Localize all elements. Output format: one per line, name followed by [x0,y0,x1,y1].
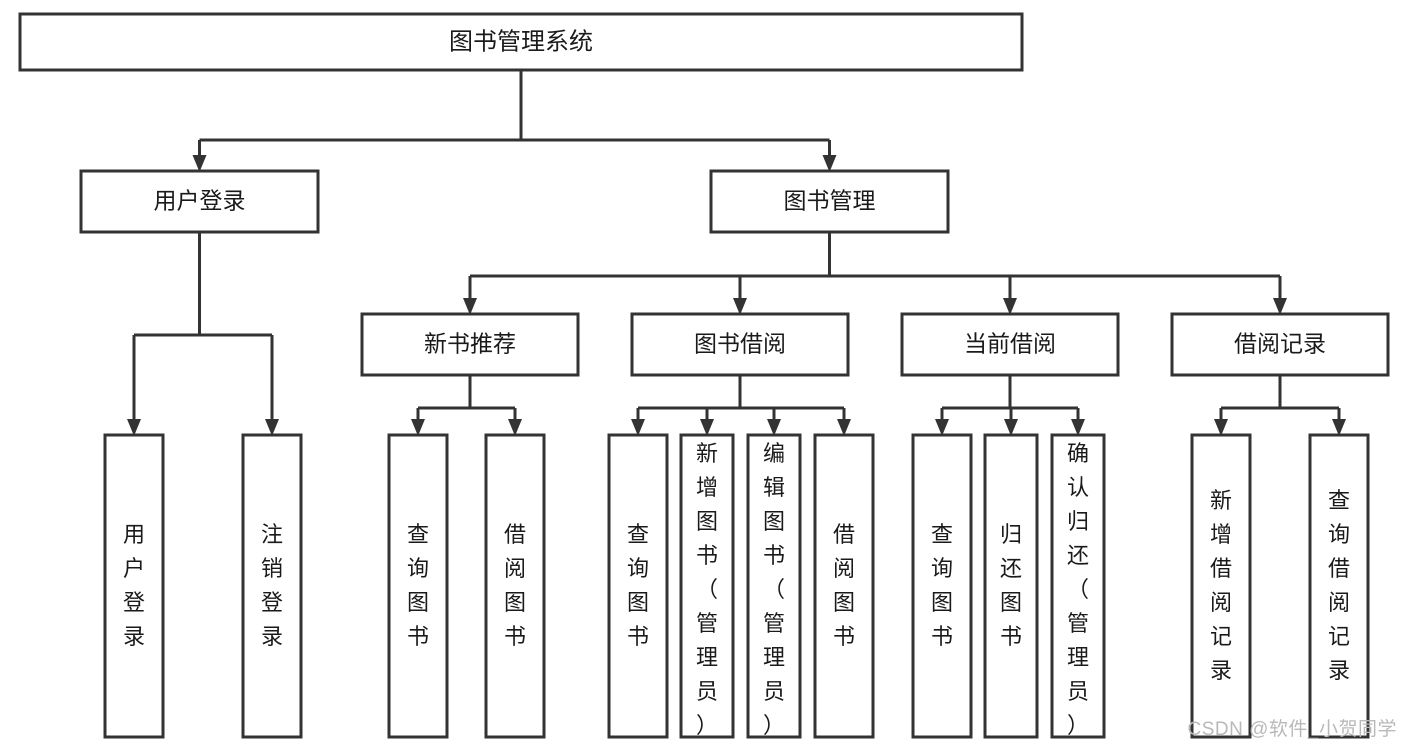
level3-node-1[interactable]: 图书借阅 [630,312,850,377]
connector-group-1 [411,375,522,436]
leaf-node-8-rect [911,433,973,739]
level3-node-2-label: 当前借阅 [964,331,1056,357]
leaf-node-0-rect [103,433,165,739]
leaf-node-7-rect [813,433,875,739]
level2-node-0-rect [79,169,320,234]
node-layer: 图书管理系统用户登录图书管理新书推荐图书借阅当前借阅借阅记录用户登录注销登录查询… [18,12,1390,739]
leaf-node-3-rect [484,433,546,739]
level3-node-3[interactable]: 借阅记录 [1170,312,1390,377]
connector-bookmgmt-to-level3 [463,232,1287,315]
level3-node-3-rect [1170,312,1390,377]
leaf-node-10-rect [1050,433,1106,739]
leaf-node-4-label: 查询图书 [627,522,649,649]
leaf-node-0[interactable]: 用户登录 [103,433,165,739]
level3-node-3-label: 借阅记录 [1234,331,1326,357]
level3-node-0-label: 新书推荐 [424,331,516,357]
leaf-node-12-rect [1308,433,1370,739]
level2-node-1[interactable]: 图书管理 [709,169,950,234]
level3-node-0-rect [360,312,580,377]
level3-node-2-rect [900,312,1120,377]
leaf-node-12[interactable]: 查询借阅记录 [1308,433,1370,739]
connector-layer [127,70,1346,436]
leaf-node-4-rect [607,433,669,739]
root-node-rect [18,12,1024,72]
leaf-node-7-label: 借阅图书 [833,522,855,649]
root-node[interactable]: 图书管理系统 [18,12,1024,72]
connector-group-2 [631,375,851,436]
connector-group-4 [1214,375,1346,436]
leaf-node-11-label: 新增借阅记录 [1210,488,1232,683]
leaf-node-3[interactable]: 借阅图书 [484,433,546,739]
leaf-node-1-label: 注销登录 [261,522,283,649]
leaf-node-12-label: 查询借阅记录 [1328,488,1350,683]
leaf-node-9-rect [983,433,1039,739]
leaf-node-7[interactable]: 借阅图书 [813,433,875,739]
leaf-node-1-rect [241,433,303,739]
level3-node-2[interactable]: 当前借阅 [900,312,1120,377]
leaf-node-8-label: 查询图书 [931,522,953,649]
leaf-node-4[interactable]: 查询图书 [607,433,669,739]
leaf-node-2-rect [387,433,449,739]
leaf-node-0-label: 用户登录 [123,522,145,649]
level2-node-1-rect [709,169,950,234]
level3-node-1-label: 图书借阅 [694,331,786,357]
level2-node-0[interactable]: 用户登录 [79,169,320,234]
leaf-node-5-rect [679,433,735,739]
level3-node-1-rect [630,312,850,377]
leaf-node-8[interactable]: 查询图书 [911,433,973,739]
leaf-node-10[interactable]: 确认归还（管理员） [1050,433,1106,739]
connector-group-3 [935,375,1085,436]
root-node-label: 图书管理系统 [449,28,593,55]
level2-node-0-label: 用户登录 [154,188,246,214]
level2-node-1-label: 图书管理 [784,188,876,214]
leaf-node-1[interactable]: 注销登录 [241,433,303,739]
leaf-node-2-label: 查询图书 [407,522,429,649]
leaf-node-9[interactable]: 归还图书 [983,433,1039,739]
leaf-node-11-rect [1190,433,1252,739]
leaf-node-6-rect [746,433,802,739]
leaf-node-2[interactable]: 查询图书 [387,433,449,739]
level3-node-0[interactable]: 新书推荐 [360,312,580,377]
leaf-node-5[interactable]: 新增图书（管理员） [679,433,735,739]
leaf-node-6[interactable]: 编辑图书（管理员） [746,433,802,739]
leaf-node-11[interactable]: 新增借阅记录 [1190,433,1252,739]
leaf-node-9-label: 归还图书 [1000,522,1022,649]
leaf-node-10-label: 确认归还（管理员） [1067,441,1089,738]
leaf-node-6-label: 编辑图书（管理员） [763,441,785,738]
connector-root-to-level2 [192,70,837,172]
leaf-node-3-label: 借阅图书 [504,522,526,649]
leaf-node-5-label: 新增图书（管理员） [696,441,718,738]
connector-group-0 [127,232,279,436]
